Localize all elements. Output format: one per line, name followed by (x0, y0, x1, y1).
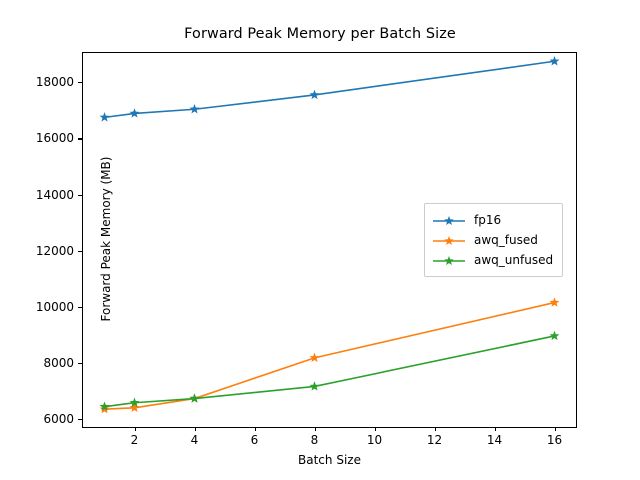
data-point-marker (309, 352, 320, 363)
series-awq_unfused (99, 330, 560, 411)
x-tick-label: 8 (310, 433, 319, 447)
legend[interactable]: fp16 awq_fused awq_unfused (424, 203, 564, 277)
series-line (104, 335, 555, 408)
x-tick-mark (194, 427, 196, 431)
legend-item-awq_unfused[interactable]: awq_unfused (432, 250, 553, 270)
y-tick-mark (78, 362, 82, 364)
y-tick-label: 16000 (35, 131, 74, 146)
data-point-marker (129, 402, 140, 412)
x-axis-label: Batch Size (298, 453, 361, 467)
x-tick-label: 4 (190, 433, 199, 447)
x-tick-label: 2 (130, 433, 139, 447)
y-tick-mark (78, 306, 82, 308)
data-point-marker (129, 397, 140, 407)
x-tick-mark (254, 427, 256, 431)
legend-line-swatch (432, 233, 466, 247)
x-tick-label: 14 (486, 433, 503, 447)
data-point-marker (189, 393, 200, 403)
x-tick-mark (314, 427, 316, 431)
y-axis-tick-labels: 6000 8000 10000 12000 14000 16000 18000 (0, 0, 74, 480)
series-layer (99, 56, 560, 414)
x-tick-label: 16 (546, 433, 563, 447)
plot-area-frame (82, 52, 577, 428)
x-tick-mark (554, 427, 556, 431)
y-tick-mark (78, 250, 82, 252)
legend-line-swatch (432, 213, 466, 227)
x-tick-mark (374, 427, 376, 431)
data-point-marker (549, 297, 560, 307)
chart-title: Forward Peak Memory per Batch Size (184, 26, 456, 42)
series-line (104, 301, 555, 410)
x-tick-mark (434, 427, 436, 431)
data-point-marker (549, 56, 560, 66)
data-point-marker (99, 112, 110, 122)
legend-line-swatch (432, 253, 466, 267)
y-tick-mark (78, 138, 82, 140)
y-tick-label: 6000 (43, 412, 74, 427)
legend-label: awq_fused (474, 233, 538, 247)
series-line (104, 60, 555, 119)
legend-label: awq_unfused (474, 253, 554, 267)
data-point-marker (129, 108, 140, 118)
y-tick-label: 12000 (35, 243, 74, 258)
y-tick-label: 14000 (35, 187, 74, 202)
legend-label: fp16 (474, 213, 502, 227)
x-tick-label: 6 (250, 433, 259, 447)
y-tick-mark (78, 82, 82, 84)
data-point-marker (99, 401, 110, 411)
data-point-marker (549, 330, 560, 341)
y-tick-label: 8000 (43, 355, 74, 370)
x-tick-mark (494, 427, 496, 431)
series-awq_fused (99, 297, 560, 414)
y-tick-mark (78, 194, 82, 196)
data-point-marker (189, 104, 200, 114)
y-tick-mark (78, 419, 82, 421)
x-tick-label: 12 (426, 433, 443, 447)
data-point-marker (309, 89, 320, 100)
legend-item-awq_fused[interactable]: awq_fused (432, 230, 553, 250)
x-tick-mark (134, 427, 136, 431)
y-tick-label: 18000 (35, 75, 74, 90)
plot-area (99, 56, 560, 414)
series-fp16 (99, 56, 560, 122)
legend-item-fp16[interactable]: fp16 (432, 210, 553, 230)
y-tick-label: 10000 (35, 299, 74, 314)
data-point-marker (309, 381, 320, 391)
x-tick-label: 10 (366, 433, 383, 447)
